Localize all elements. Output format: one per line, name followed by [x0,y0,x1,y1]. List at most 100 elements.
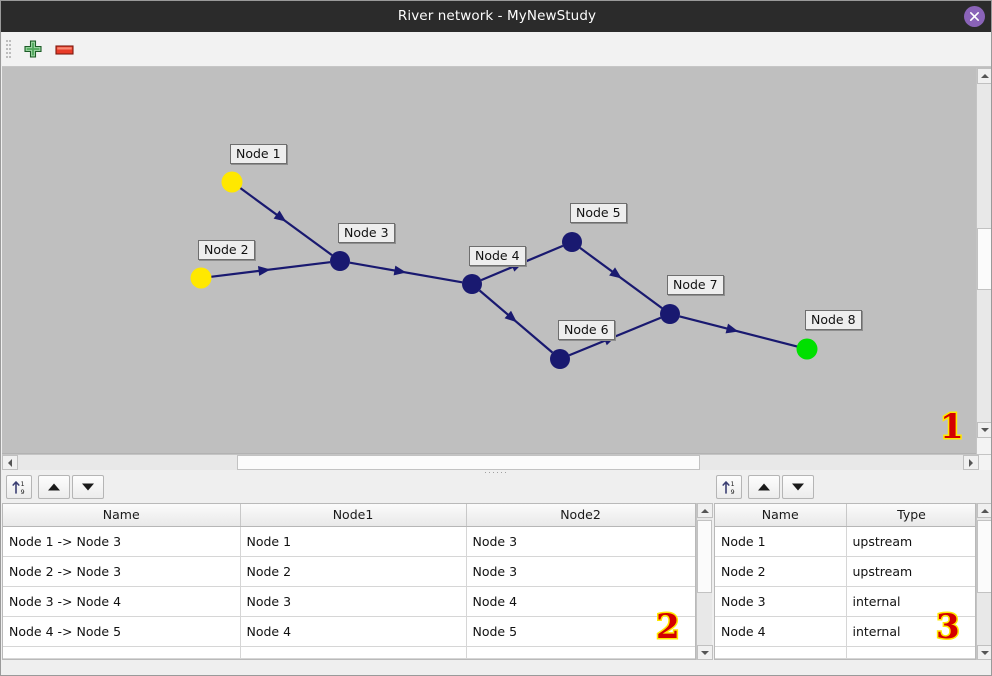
table-cell[interactable]: Node 4 -> Node 5 [3,616,241,647]
table-cell[interactable]: Node 3 [466,526,695,557]
scroll-left-button[interactable] [2,455,18,470]
graph-node[interactable] [330,251,350,271]
scroll-thumb[interactable] [977,520,991,593]
nodes-move-down-button[interactable] [782,475,814,499]
graph-node[interactable] [550,349,570,369]
network-diagram-canvas[interactable]: Node 1 Node 2 Node 3 Node 4 Node 5 Node 6 Node… [2,67,991,454]
toolbar-grip[interactable] [6,40,11,60]
table-row-empty[interactable] [715,646,975,659]
reaches-vertical-scrollbar[interactable] [696,503,713,660]
table-cell[interactable]: Node 3 -> Node 4 [3,586,241,617]
graph-node-label[interactable]: Node 7 [667,275,724,295]
scroll-up-button[interactable] [977,68,991,84]
edge-arrow-icon [257,265,271,276]
table-cell[interactable]: Node 2 -> Node 3 [3,556,241,587]
scroll-right-button[interactable] [963,455,979,470]
graph-node[interactable] [562,232,582,252]
table-cell[interactable]: Node 4 [240,616,467,647]
close-icon[interactable] [964,6,985,27]
svg-text:1: 1 [731,480,735,488]
graph-node[interactable] [221,171,243,193]
graph-node-label[interactable]: Node 4 [469,246,526,266]
graph-node-label[interactable]: Node 2 [198,240,255,260]
table-cell[interactable]: Node 1 [715,526,847,557]
scroll-down-button[interactable] [697,645,713,660]
graph-node-label[interactable]: Node 6 [558,320,615,340]
table-cell[interactable] [3,646,241,659]
column-header[interactable]: Name [715,504,847,527]
table-cell[interactable]: Node 1 [240,526,467,557]
graph-node[interactable] [660,304,680,324]
table-cell[interactable]: Node 1 -> Node 3 [3,526,241,557]
table-cell[interactable]: internal [846,616,975,647]
nodes-move-up-button[interactable] [748,475,780,499]
graph-edge[interactable] [210,261,331,278]
scroll-thumb[interactable] [237,455,700,470]
nodes-vertical-scrollbar[interactable] [976,503,991,660]
table-cell[interactable] [240,646,467,659]
add-node-button[interactable] [20,37,46,62]
graph-node[interactable] [796,338,818,360]
table-cell[interactable]: Node 4 [466,586,695,617]
table-cell[interactable]: Node 3 [240,586,467,617]
edge-arrow-icon [273,210,287,222]
column-header[interactable]: Name [3,504,241,527]
table-cell[interactable]: Node 3 [466,556,695,587]
title-bar: River network - MyNewStudy [1,1,991,32]
table-cell[interactable] [846,646,975,659]
graph-node-label[interactable]: Node 5 [570,203,627,223]
scroll-thumb[interactable] [977,228,991,290]
step-annotation: 1 [939,407,966,447]
scroll-thumb[interactable] [697,520,712,593]
table-cell[interactable]: Node 4 [715,616,847,647]
panel-splitter[interactable] [2,471,991,476]
reaches-move-down-button[interactable] [72,475,104,499]
canvas-horizontal-scrollbar[interactable] [2,454,991,470]
window-title: River network - MyNewStudy [397,8,597,24]
nodes-sort-button[interactable]: 1 9 [716,475,742,499]
scroll-up-button[interactable] [977,503,991,518]
step-annotation: 3 [935,607,962,647]
table-cell[interactable]: Node 2 [240,556,467,587]
table-cell[interactable]: upstream [846,526,975,557]
canvas-vertical-scrollbar[interactable] [976,68,991,454]
graph-node-label[interactable]: Node 1 [230,144,287,164]
column-header[interactable]: Node1 [240,504,467,527]
graph-node-label[interactable]: Node 8 [805,310,862,330]
table-cell[interactable] [466,646,695,659]
column-header[interactable]: Node2 [466,504,695,527]
graph-node-label[interactable]: Node 3 [338,223,395,243]
table-row-empty[interactable] [3,646,695,659]
table-cell[interactable]: internal [846,586,975,617]
delete-node-button[interactable] [52,37,78,62]
table-cell[interactable]: Node 2 [715,556,847,587]
table-cell[interactable]: Node 3 [715,586,847,617]
scroll-down-button[interactable] [977,645,991,660]
table-cell[interactable] [715,646,847,659]
table-cell[interactable]: upstream [846,556,975,587]
scroll-down-button[interactable] [977,422,991,438]
reaches-move-up-button[interactable] [38,475,70,499]
column-header[interactable]: Type [846,504,975,527]
graph-node[interactable] [190,267,212,289]
reaches-sort-button[interactable]: 1 9 [6,475,32,499]
scroll-up-button[interactable] [697,503,713,518]
graph-node[interactable] [462,274,482,294]
graph-edge[interactable] [679,315,798,348]
table-cell[interactable]: Node 5 [466,616,695,647]
